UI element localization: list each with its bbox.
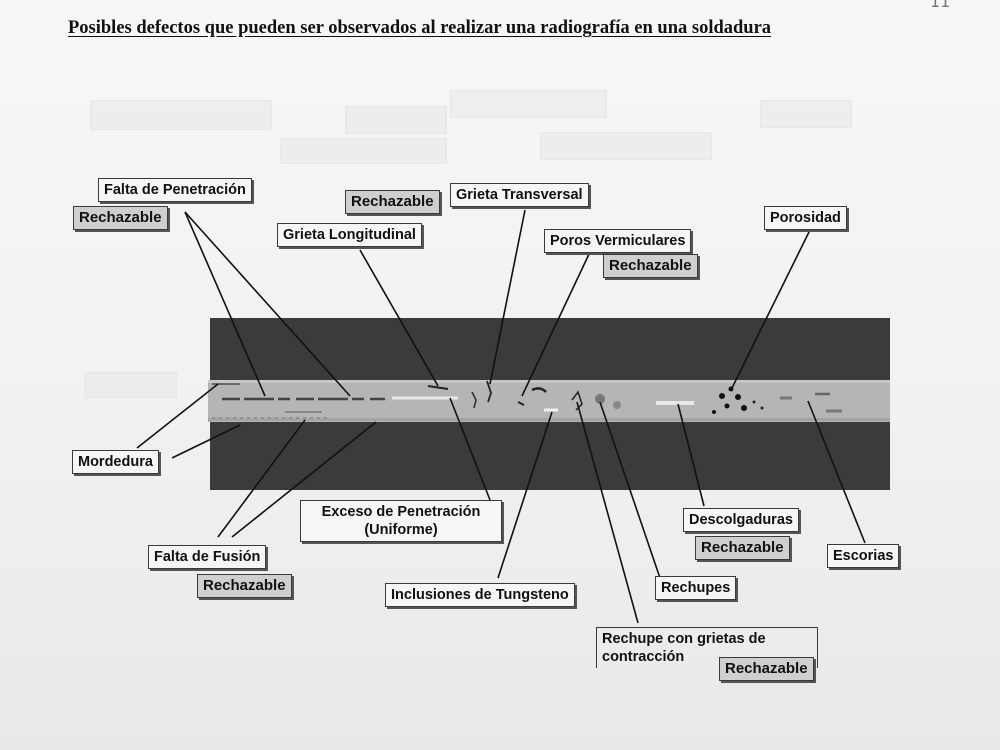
label-grieta-longitudinal: Grieta Longitudinal [277, 223, 422, 247]
tag-rechazable-poros: Rechazable [603, 254, 698, 278]
longitudinal-crack-mark [427, 385, 449, 390]
porosity-dot [712, 410, 716, 414]
tag-rechazable-rechupe: Rechazable [719, 657, 814, 681]
tag-rechazable-falta-fusion: Rechazable [197, 574, 292, 598]
bleed-through-box [450, 90, 607, 118]
weld-bead [208, 380, 890, 422]
porosity-dot [741, 405, 747, 411]
porosity-dot [735, 394, 741, 400]
page-corner-mark: 11 [930, 0, 951, 11]
bleed-through-box [280, 138, 447, 164]
porosity-dot [760, 406, 764, 410]
bleed-through-box [760, 100, 852, 128]
label-mordedura: Mordedura [72, 450, 159, 474]
label-falta-de-fusion: Falta de Fusión [148, 545, 267, 569]
transverse-crack-mark [471, 391, 477, 409]
label-grieta-transversal: Grieta Transversal [450, 183, 589, 207]
porosity-dot [719, 393, 725, 399]
tag-rechazable-falta-penetracion: Rechazable [73, 206, 168, 230]
label-falta-de-penetracion: Falta de Penetración [98, 178, 252, 202]
shrinkage-mark [613, 401, 621, 409]
bleed-through-box [85, 372, 177, 398]
label-porosidad: Porosidad [764, 206, 847, 230]
porosity-dot [752, 400, 756, 404]
defect-marks [212, 380, 842, 419]
weld-bead-edge-top [208, 380, 890, 383]
shrinkage-mark [595, 394, 605, 404]
bleed-through-box [345, 106, 447, 134]
label-inclusiones-de-tungsteno: Inclusiones de Tungsteno [385, 583, 575, 607]
wormhole-mark [531, 387, 547, 393]
label-rechupes: Rechupes [655, 576, 737, 600]
label-descolgaduras: Descolgaduras [683, 508, 799, 532]
porosity-dot [724, 403, 730, 409]
wormhole-mark [517, 401, 525, 406]
label-exceso-de-penetracion: Exceso de Penetración (Uniforme) [300, 500, 502, 542]
document-title: Posibles defectos que pueden ser observa… [68, 18, 772, 38]
tag-rechazable-descolgaduras: Rechazable [695, 536, 790, 560]
label-escorias: Escorias [827, 544, 900, 568]
bleed-through-box [540, 132, 712, 160]
tag-rechazable-grieta: Rechazable [345, 190, 440, 214]
transverse-crack-mark [486, 380, 492, 403]
leader-lines [136, 209, 866, 624]
label-rechupe-con-grietas: Rechupe con grietas de contracción [596, 627, 818, 668]
label-poros-vermiculares: Poros Vermiculares [544, 229, 692, 253]
bleed-through-box [90, 100, 272, 130]
